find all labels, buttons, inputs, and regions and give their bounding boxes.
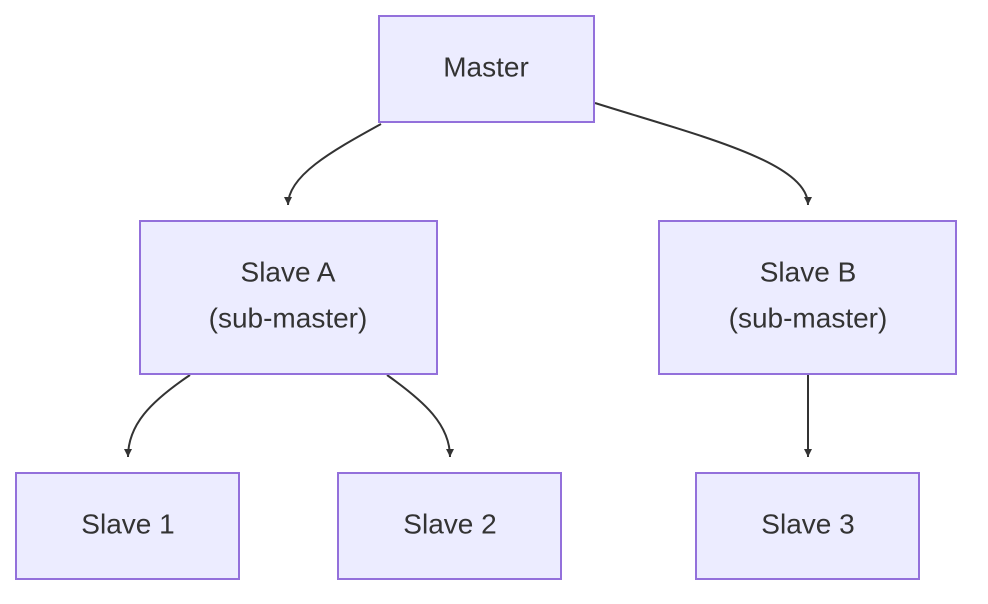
node-master[interactable]: Master bbox=[378, 15, 595, 123]
edge-slave-a-to-slave-1 bbox=[124, 374, 191, 458]
node-slave-2-label: Slave 2 bbox=[403, 508, 496, 539]
node-slave-3-label: Slave 3 bbox=[761, 508, 854, 539]
node-slave-a-label-line-2: (sub-master) bbox=[209, 302, 368, 333]
node-slave-a-label-line-1: Slave A bbox=[241, 256, 336, 287]
edge-slave-a-to-slave-2 bbox=[386, 374, 454, 458]
edges bbox=[124, 102, 812, 458]
edge-master-to-slave-b bbox=[594, 102, 812, 206]
node-master-box bbox=[378, 15, 595, 123]
node-slave-b-label-line-2: (sub-master) bbox=[729, 302, 888, 333]
node-slave-1-label: Slave 1 bbox=[81, 508, 174, 539]
node-slave-b-box bbox=[658, 220, 957, 375]
node-slave-3-box bbox=[695, 472, 920, 580]
node-slave-b-label-line-1: Slave B bbox=[760, 256, 857, 287]
node-slave-b[interactable]: Slave B (sub-master) bbox=[658, 220, 957, 375]
edge-master-to-slave-a bbox=[284, 123, 382, 206]
node-slave-3[interactable]: Slave 3 bbox=[695, 472, 920, 580]
node-slave-a-box bbox=[139, 220, 438, 375]
node-slave-2[interactable]: Slave 2 bbox=[337, 472, 562, 580]
node-slave-1[interactable]: Slave 1 bbox=[15, 472, 240, 580]
node-master-label: Master bbox=[443, 51, 529, 82]
node-slave-1-box bbox=[15, 472, 240, 580]
node-slave-2-box bbox=[337, 472, 562, 580]
node-slave-a[interactable]: Slave A (sub-master) bbox=[139, 220, 438, 375]
